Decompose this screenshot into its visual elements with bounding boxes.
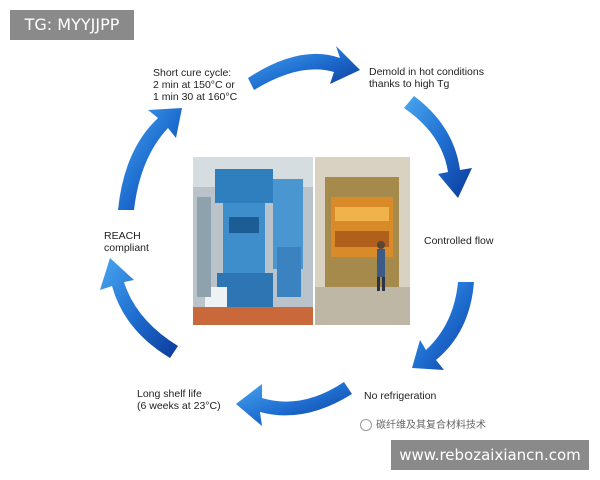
press-photo-left [193, 157, 313, 325]
arrow-bottom [236, 382, 352, 426]
wechat-icon [360, 419, 372, 431]
step-reach-label: REACH compliant [104, 230, 149, 254]
step-demold-label: Demold in hot conditions thanks to high … [369, 66, 484, 90]
arrow-right-lower [412, 282, 474, 370]
watermark-label: 碳纤维及其复合材料技术 [376, 420, 486, 431]
press-photos [193, 157, 410, 325]
tg-badge: TG: MYYJJPP [10, 10, 134, 40]
watermark-text: 碳纤维及其复合材料技术 [360, 416, 486, 431]
press-photo-right [315, 157, 410, 325]
step-no-refrigeration-label: No refrigeration [364, 390, 437, 402]
arrow-top [248, 46, 360, 90]
arrow-left-upper [118, 108, 182, 210]
step-short-cure-label: Short cure cycle: 2 min at 150°C or 1 mi… [153, 67, 238, 103]
arrow-left-lower [100, 258, 178, 358]
step-controlled-flow-label: Controlled flow [424, 235, 494, 247]
website-badge: www.rebozaixiancn.com [391, 440, 589, 470]
step-shelf-life-label: Long shelf life (6 weeks at 23°C) [137, 388, 221, 412]
arrow-right-upper [404, 96, 472, 198]
